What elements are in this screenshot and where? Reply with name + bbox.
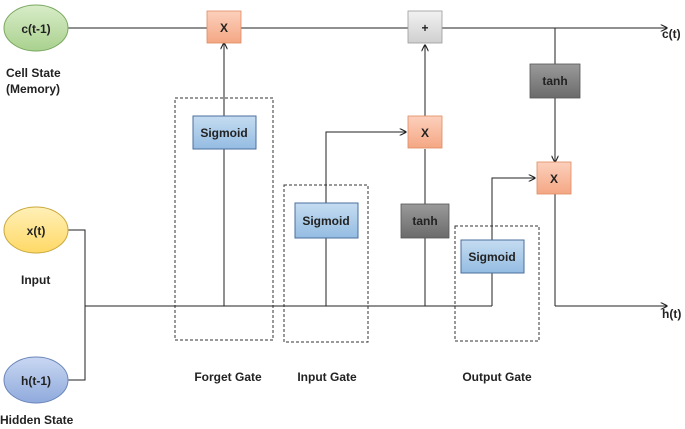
h-t-label: h(t): [662, 307, 681, 321]
svg-text:Sigmoid: Sigmoid: [302, 214, 349, 228]
output-sigmoid-to-multiply: [491, 178, 535, 240]
forget-gate-label: Forget Gate: [194, 370, 262, 384]
c-prev-node: c(t-1): [3, 4, 69, 52]
input-connector: [68, 229, 86, 306]
svg-text:+: +: [421, 21, 428, 35]
svg-text:Sigmoid: Sigmoid: [200, 126, 247, 140]
x-t-node: x(t): [3, 206, 69, 254]
output-gate-label: Output Gate: [462, 370, 532, 384]
input-sigmoid-to-multiply: [325, 132, 406, 203]
h-prev-node: h(t-1): [3, 356, 69, 404]
svg-text:X: X: [421, 126, 429, 140]
forget-multiply-box: X: [206, 10, 242, 44]
input-label: Input: [21, 273, 50, 287]
x-t-label: x(t): [27, 224, 46, 238]
input-multiply-box: X: [407, 115, 443, 149]
svg-text:tanh: tanh: [412, 214, 437, 228]
input-sigmoid-box: Sigmoid: [294, 202, 359, 239]
svg-text:tanh: tanh: [542, 74, 567, 88]
c-prev-label: c(t-1): [21, 22, 50, 36]
c-t-label: c(t): [662, 27, 681, 41]
input-gate-label: Input Gate: [297, 370, 357, 384]
output-multiply-box: X: [536, 161, 572, 195]
hidden-state-label: Hidden State: [0, 413, 74, 427]
h-prev-label: h(t-1): [21, 374, 51, 388]
svg-text:X: X: [220, 21, 228, 35]
hidden-connector: [68, 306, 86, 381]
cell-state-label-line1: Cell State: [6, 66, 61, 80]
add-box: +: [407, 10, 443, 44]
svg-text:Sigmoid: Sigmoid: [468, 250, 515, 264]
output-tanh-box: tanh: [529, 63, 581, 99]
candidate-tanh-box: tanh: [400, 203, 450, 239]
forget-sigmoid-box: Sigmoid: [192, 115, 257, 150]
svg-text:X: X: [550, 172, 558, 186]
cell-state-label-line2: (Memory): [6, 82, 60, 96]
output-gate-frame: [454, 225, 540, 342]
connection-lines: [68, 28, 667, 381]
output-sigmoid-box: Sigmoid: [460, 239, 525, 274]
